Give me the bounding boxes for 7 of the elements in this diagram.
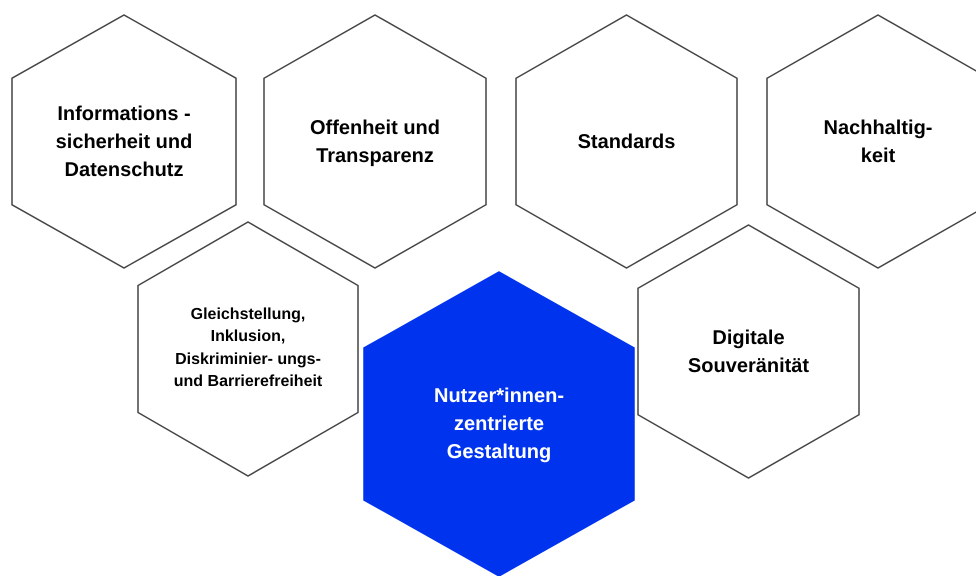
hexagon-label: Offenheit und Transparenz: [310, 116, 440, 168]
hexagon-label: Nutzer*innen- zentrierte Gestaltung: [433, 384, 565, 465]
hexagon-label: Gleichstellung, Inklusion, Diskriminier- ungs- und Barrierefreiheit: [172, 305, 324, 392]
hexagon-label: Digitale Souveränität: [686, 326, 810, 378]
hexagon-label: Informations -sicherheit und Datenschutz: [54, 102, 194, 182]
hexagon-label: Standards: [576, 130, 676, 154]
hexagon-label: Nachhaltig- keit: [823, 116, 933, 168]
